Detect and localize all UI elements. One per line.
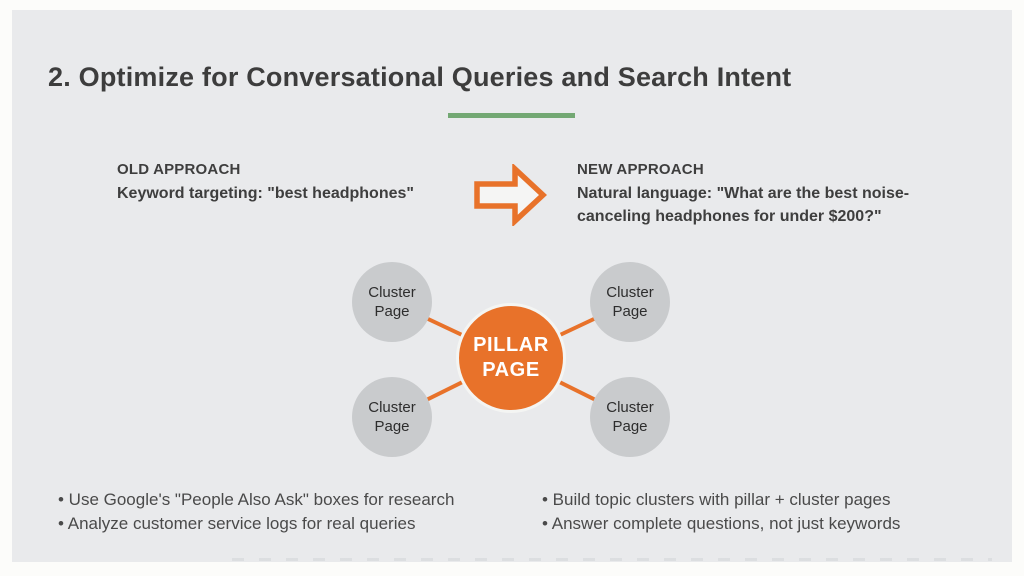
- slide-canvas: 2. Optimize for Conversational Queries a…: [12, 10, 1012, 562]
- old-approach-block: OLD APPROACH Keyword targeting: "best he…: [117, 160, 414, 205]
- cluster-label-line1: Cluster: [606, 284, 654, 301]
- pillar-label-line2: PAGE: [482, 359, 540, 381]
- notes-left-column: • Use Google's "People Also Ask" boxes f…: [58, 488, 454, 536]
- new-approach-label: NEW APPROACH: [577, 161, 704, 178]
- cluster-label-line2: Page: [612, 418, 648, 435]
- new-approach-text-line2: canceling headphones for under $200?": [577, 208, 882, 225]
- old-approach-text: Keyword targeting: "best headphones": [117, 185, 414, 202]
- new-approach-text-line1: Natural language: "What are the best noi…: [577, 185, 910, 202]
- note-item: • Build topic clusters with pillar + clu…: [542, 490, 891, 509]
- cluster-page-node-top-right: Cluster Page: [590, 262, 670, 342]
- cropped-text-artifact: [232, 558, 992, 561]
- cluster-label-line1: Cluster: [606, 399, 654, 416]
- new-approach-block: NEW APPROACH Natural language: "What are…: [577, 160, 937, 228]
- note-item: • Use Google's "People Also Ask" boxes f…: [58, 490, 455, 509]
- cluster-label-line1: Cluster: [368, 284, 416, 301]
- pillar-label-line1: PILLAR: [473, 334, 549, 356]
- right-block-arrow-icon: [473, 162, 548, 228]
- note-item: • Answer complete questions, not just ke…: [542, 514, 901, 533]
- new-approach-text: Natural language: "What are the best noi…: [577, 182, 937, 228]
- old-approach-label: OLD APPROACH: [117, 161, 241, 178]
- cluster-connector-lines: [391, 300, 631, 419]
- pillar-page-node: PILLAR PAGE: [456, 303, 566, 413]
- cluster-page-node-top-left: Cluster Page: [352, 262, 432, 342]
- title-accent-underline: [448, 113, 575, 118]
- cluster-page-node-bottom-right: Cluster Page: [590, 377, 670, 457]
- cluster-label-line1: Cluster: [368, 399, 416, 416]
- cluster-label-line2: Page: [612, 303, 648, 320]
- note-item: • Analyze customer service logs for real…: [58, 514, 416, 533]
- notes-right-column: • Build topic clusters with pillar + clu…: [542, 488, 900, 536]
- cluster-page-node-bottom-left: Cluster Page: [352, 377, 432, 457]
- slide-title: 2. Optimize for Conversational Queries a…: [48, 62, 792, 92]
- cluster-label-line2: Page: [374, 418, 410, 435]
- cluster-label-line2: Page: [374, 303, 410, 320]
